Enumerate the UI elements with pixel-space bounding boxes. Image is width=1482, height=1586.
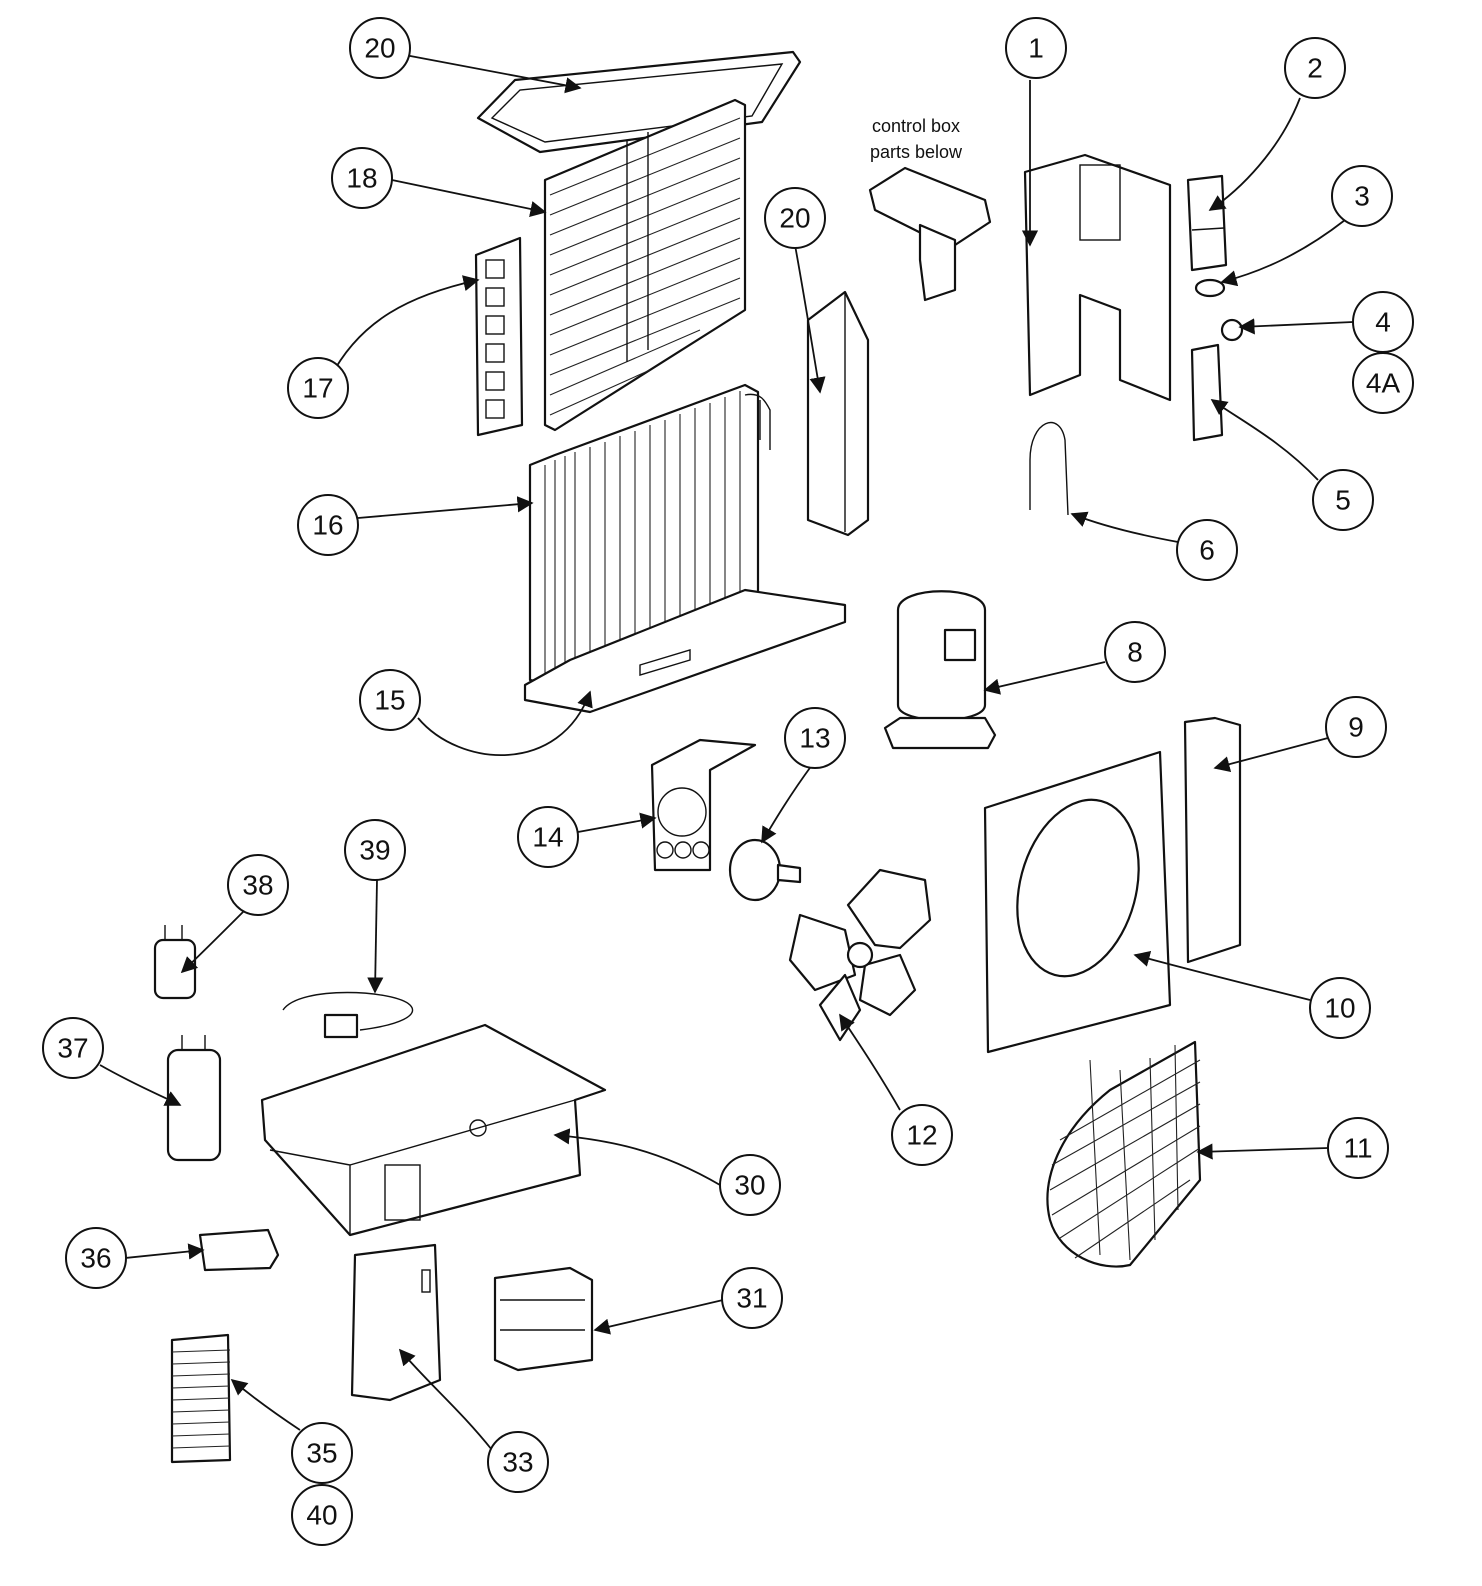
callout-label-4: 4 xyxy=(1375,307,1391,338)
callout-1: 1 xyxy=(1005,17,1067,79)
small-capacitor-part xyxy=(153,925,197,1000)
callout-38: 38 xyxy=(227,854,289,916)
motor-bracket-part xyxy=(650,738,757,872)
callout-label-9: 9 xyxy=(1348,712,1364,743)
fan-panel-part xyxy=(983,750,1172,1054)
callout-18: 18 xyxy=(331,147,393,209)
callout-label-10: 10 xyxy=(1324,993,1355,1024)
cover-plate-part xyxy=(350,1243,442,1402)
callout-label-3: 3 xyxy=(1354,181,1370,212)
callout-label-38: 38 xyxy=(242,870,273,901)
callout-label-8: 8 xyxy=(1127,637,1143,668)
leader-lines xyxy=(99,54,1354,1451)
coil-guard-part xyxy=(543,98,747,432)
callout-36: 36 xyxy=(65,1227,127,1289)
callout-label-1: 1 xyxy=(1028,33,1044,64)
callout-35: 35 xyxy=(291,1422,353,1484)
callout-4a: 4A xyxy=(1352,352,1414,414)
fan-motor-part xyxy=(728,838,802,902)
control-panel-part xyxy=(1023,153,1172,402)
bracket-part xyxy=(1190,343,1224,442)
callout-14: 14 xyxy=(517,806,579,868)
callout-33: 33 xyxy=(487,1431,549,1493)
callout-label-37: 37 xyxy=(57,1033,88,1064)
callout-label-33: 33 xyxy=(502,1447,533,1478)
callout-label-14: 14 xyxy=(532,822,563,853)
contactor-part xyxy=(1186,174,1228,272)
fan-blade-part xyxy=(788,868,932,1042)
callout-label-17: 17 xyxy=(302,373,333,404)
wiring-harness-part xyxy=(282,991,414,1039)
note-line-2: parts below xyxy=(870,142,963,162)
callout-label-35: 35 xyxy=(306,1438,337,1469)
callout-label-30: 30 xyxy=(734,1170,765,1201)
compressor-part xyxy=(883,590,997,750)
callout-17: 17 xyxy=(287,357,349,419)
top-cover-part xyxy=(476,50,802,154)
callout-15: 15 xyxy=(359,669,421,731)
callout-20: 20 xyxy=(764,187,826,249)
callout-label-12: 12 xyxy=(906,1120,937,1151)
callout-label-5: 5 xyxy=(1335,485,1351,516)
callout-label-20: 20 xyxy=(779,203,810,234)
callout-label-13: 13 xyxy=(799,723,830,754)
callout-30: 30 xyxy=(719,1154,781,1216)
callout-label-2: 2 xyxy=(1307,53,1323,84)
callout-16: 16 xyxy=(297,494,359,556)
callout-10: 10 xyxy=(1309,977,1371,1039)
callout-label-18: 18 xyxy=(346,163,377,194)
corner-post-part xyxy=(806,290,870,537)
terminal-block-part xyxy=(198,1228,280,1272)
callout-2: 2 xyxy=(1284,37,1346,99)
callout-9: 9 xyxy=(1325,696,1387,758)
callout-label-6: 6 xyxy=(1199,535,1215,566)
callout-39: 39 xyxy=(344,819,406,881)
callout-37: 37 xyxy=(42,1017,104,1079)
callout-11: 11 xyxy=(1327,1117,1389,1179)
callout-8: 8 xyxy=(1104,621,1166,683)
callout-31: 31 xyxy=(721,1267,783,1329)
callout-5: 5 xyxy=(1312,469,1374,531)
callout-6: 6 xyxy=(1176,519,1238,581)
relay-part xyxy=(1194,278,1226,298)
callout-12: 12 xyxy=(891,1104,953,1166)
callout-label-11: 11 xyxy=(1343,1133,1372,1164)
callout-label-15: 15 xyxy=(374,685,405,716)
callout-label-40: 40 xyxy=(306,1500,337,1531)
fan-grille-part xyxy=(1046,1040,1202,1268)
callout-label-39: 39 xyxy=(359,835,390,866)
sensor-part xyxy=(1029,421,1069,516)
control-box-part xyxy=(868,166,992,302)
callout-19: 20 xyxy=(349,17,411,79)
corner-panel-part xyxy=(1183,716,1242,964)
callout-label-16: 16 xyxy=(312,510,343,541)
callout-4: 4 xyxy=(1352,291,1414,353)
side-panel-part xyxy=(474,236,524,437)
base-pan-part xyxy=(523,588,847,714)
callout-40: 40 xyxy=(291,1484,353,1546)
callout-label-19: 20 xyxy=(364,33,395,64)
callout-label-4a: 4A xyxy=(1366,368,1401,399)
callout-label-31: 31 xyxy=(736,1283,767,1314)
pressure-switch-part xyxy=(1220,318,1244,342)
large-capacitor-part xyxy=(166,1035,222,1162)
note-line-1: control box xyxy=(872,116,960,136)
callout-13: 13 xyxy=(784,707,846,769)
callout-3: 3 xyxy=(1331,165,1393,227)
control-box-tray-part xyxy=(260,1023,607,1237)
transformer-part xyxy=(493,1266,594,1372)
callout-label-36: 36 xyxy=(80,1243,111,1274)
terminal-strip-part xyxy=(170,1333,232,1464)
